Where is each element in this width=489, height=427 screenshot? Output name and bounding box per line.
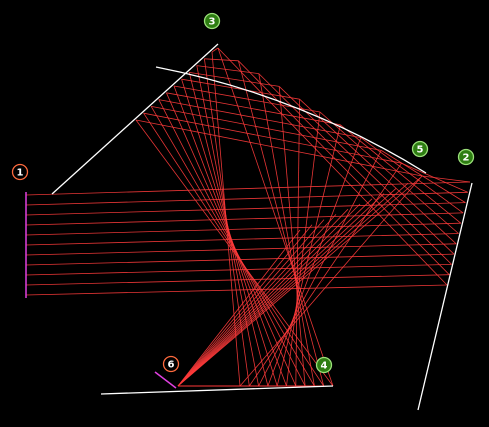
ray-fan bbox=[177, 229, 301, 387]
marker-5-mirror[interactable]: 5 bbox=[411, 140, 429, 158]
ray-incident bbox=[25, 222, 461, 236]
marker-4-mirror[interactable]: 4 bbox=[315, 356, 333, 374]
ray-fan bbox=[177, 177, 421, 387]
ray-cross bbox=[239, 175, 423, 387]
marker-4-badge bbox=[315, 356, 333, 374]
ray-reflect-left bbox=[173, 85, 287, 387]
marker-4-label: 4 bbox=[321, 361, 328, 372]
ray-cross bbox=[238, 60, 325, 387]
ray-reflect-right bbox=[238, 60, 450, 275]
marker-2-mirror[interactable]: 2 bbox=[457, 148, 475, 166]
mirror-curved-top[interactable] bbox=[155, 66, 427, 174]
marker-5-badge bbox=[411, 140, 429, 158]
ray-reflect-right bbox=[380, 150, 466, 203]
marker-5-label: 5 bbox=[417, 145, 424, 156]
ray-reflect-top bbox=[189, 72, 280, 87]
marker-6-focus[interactable]: 6 bbox=[162, 355, 180, 373]
ray-incident bbox=[25, 274, 450, 286]
ray-fan bbox=[177, 203, 361, 387]
ray-reflect-left bbox=[143, 112, 325, 387]
marker-1-source[interactable]: 1 bbox=[11, 163, 29, 181]
ray-cross bbox=[286, 111, 321, 387]
ray-reflect-top bbox=[158, 99, 361, 138]
marker-layer: 1 2 3 4 5 6 bbox=[11, 12, 475, 374]
ray-reflect-top bbox=[151, 106, 382, 151]
ray-reflect-top bbox=[196, 65, 259, 74]
marker-6-badge bbox=[162, 355, 180, 373]
marker-6-label: 6 bbox=[168, 360, 175, 371]
marker-3-label: 3 bbox=[209, 17, 216, 28]
ray-reflect-right bbox=[278, 86, 455, 255]
ray-incident bbox=[25, 181, 471, 196]
ray-fan bbox=[177, 198, 373, 387]
ray-reflect-top bbox=[204, 58, 239, 62]
ray-reflect-top bbox=[211, 47, 219, 53]
mirror-surfaces bbox=[25, 43, 473, 411]
ray-reflect-right bbox=[401, 162, 468, 193]
ray-reflect-right bbox=[340, 124, 462, 224]
ray-reflect-right bbox=[421, 175, 471, 183]
marker-3-mirror[interactable]: 3 bbox=[203, 12, 221, 30]
ray-cross bbox=[278, 86, 306, 387]
ray-reflect-left bbox=[166, 92, 297, 387]
ray-reflect-top bbox=[135, 119, 423, 177]
ray-cross bbox=[267, 137, 362, 387]
ray-reflect-left bbox=[135, 119, 334, 387]
ray-incident bbox=[25, 202, 466, 216]
ray-cross bbox=[258, 150, 382, 387]
ray-fan bbox=[177, 188, 397, 387]
ray-fan bbox=[177, 208, 349, 387]
ray-incident bbox=[25, 243, 457, 256]
ray-reflect-top bbox=[143, 112, 402, 164]
marker-2-label: 2 bbox=[463, 153, 470, 164]
marker-2-badge bbox=[457, 148, 475, 166]
ray-incident bbox=[25, 191, 468, 206]
ray-fan bbox=[177, 214, 337, 387]
ray-incident bbox=[25, 233, 459, 246]
ray-reflect-right bbox=[217, 47, 448, 286]
marker-1-badge bbox=[11, 163, 29, 181]
ray-fan bbox=[177, 219, 325, 387]
ray-fan bbox=[177, 224, 313, 387]
ray-fan bbox=[177, 182, 409, 387]
ray-reflect-left bbox=[150, 106, 315, 387]
ray-reflect-right bbox=[299, 98, 457, 245]
detector-stub[interactable] bbox=[154, 371, 177, 389]
mirror-right[interactable] bbox=[417, 182, 473, 411]
marker-1-label: 1 bbox=[17, 168, 24, 179]
ray-reflect-left bbox=[158, 99, 306, 387]
ray-cross bbox=[217, 47, 334, 387]
marker-3-badge bbox=[203, 12, 221, 30]
mirror-bottom[interactable] bbox=[100, 385, 334, 395]
ray-cross bbox=[258, 73, 315, 387]
mirror-upper-left[interactable] bbox=[51, 43, 219, 195]
ray-fan bbox=[177, 193, 385, 387]
ray-reflect-right bbox=[319, 111, 459, 234]
